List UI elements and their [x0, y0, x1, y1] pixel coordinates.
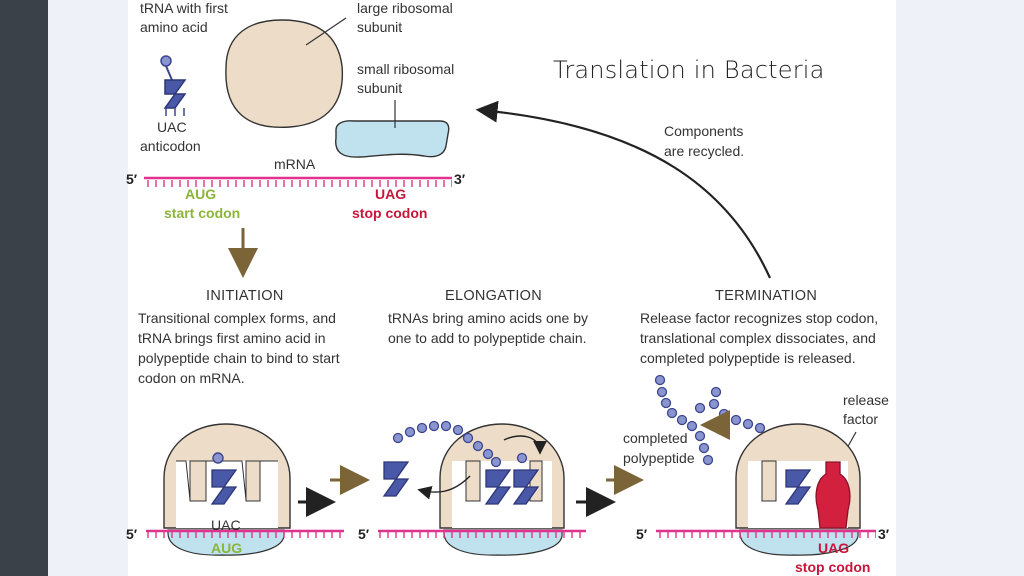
- elongation-complex: [382, 420, 565, 556]
- slide-left-bar: [0, 0, 48, 576]
- termination-codon-label: stop codon: [795, 559, 870, 575]
- recycle-arrow: [475, 100, 772, 279]
- initiation-desc-1: Transitional complex forms, and: [138, 310, 336, 326]
- polypeptide-label-line1: completed: [623, 430, 688, 446]
- stop-codon-sequence: UAG: [375, 186, 406, 202]
- initiation-anticodon: UAC: [211, 517, 241, 533]
- termination-desc-1: Release factor recognizes stop codon,: [640, 310, 878, 326]
- termination-title: TERMINATION: [715, 288, 817, 304]
- initiation-codon: AUG: [211, 540, 242, 556]
- small-subunit-label-line1: small ribosomal: [357, 61, 454, 77]
- polypeptide-label-line2: polypeptide: [623, 450, 695, 466]
- termination-codon: UAG: [818, 540, 849, 556]
- mrna-three-prime: 3′: [454, 171, 466, 187]
- mrna-five-prime: 5′: [126, 171, 138, 187]
- elongation-desc-2: one to add to polypeptide chain.: [388, 330, 587, 346]
- mrna-strand-top: [144, 176, 452, 187]
- elongation-mrna: [378, 529, 586, 540]
- stop-codon-label: stop codon: [352, 205, 427, 221]
- recycle-label-line1: Components: [664, 123, 743, 139]
- termination-three-prime: 3′: [878, 526, 890, 542]
- large-subunit-label-line1: large ribosomal: [357, 0, 453, 16]
- termination-mrna: [656, 529, 876, 540]
- slide-left-margin: [48, 0, 128, 576]
- large-ribosomal-subunit: [225, 17, 347, 128]
- anticodon-sequence: UAC: [157, 119, 187, 135]
- start-codon-sequence: AUG: [185, 186, 216, 202]
- trna-label-line1: tRNA with first: [140, 0, 228, 16]
- initiation-mrna: [146, 529, 344, 540]
- initiation-five-prime: 5′: [126, 526, 138, 542]
- small-ribosomal-subunit: [335, 100, 450, 158]
- initiation-title: INITIATION: [206, 288, 284, 304]
- anticodon-label: anticodon: [140, 138, 201, 154]
- slide-title: Translation in Bacteria: [553, 56, 825, 84]
- elongation-title: ELONGATION: [445, 288, 542, 304]
- small-subunit-label-line2: subunit: [357, 80, 402, 96]
- release-factor-label-line1: release: [843, 392, 889, 408]
- termination-desc-2: translational complex dissociates, and: [640, 330, 876, 346]
- initiation-desc-4: codon on mRNA.: [138, 370, 245, 386]
- termination-desc-3: completed polypeptide is released.: [640, 350, 856, 366]
- start-codon-label: start codon: [164, 205, 240, 221]
- trna-first-amino-acid: [160, 55, 187, 116]
- trna-label-line2: amino acid: [140, 19, 208, 35]
- elongation-desc-1: tRNAs bring amino acids one by: [388, 310, 588, 326]
- mrna-label: mRNA: [274, 156, 316, 172]
- termination-five-prime: 5′: [636, 526, 648, 542]
- release-factor-label-line2: factor: [843, 411, 878, 427]
- recycle-label-line2: are recycled.: [664, 143, 744, 159]
- slide-right-margin: [896, 0, 1024, 576]
- initiation-desc-2: tRNA brings first amino acid in: [138, 330, 326, 346]
- initiation-desc-3: polypeptide chain to bind to start: [138, 350, 340, 366]
- large-subunit-label-line2: subunit: [357, 19, 402, 35]
- elongation-five-prime: 5′: [358, 526, 370, 542]
